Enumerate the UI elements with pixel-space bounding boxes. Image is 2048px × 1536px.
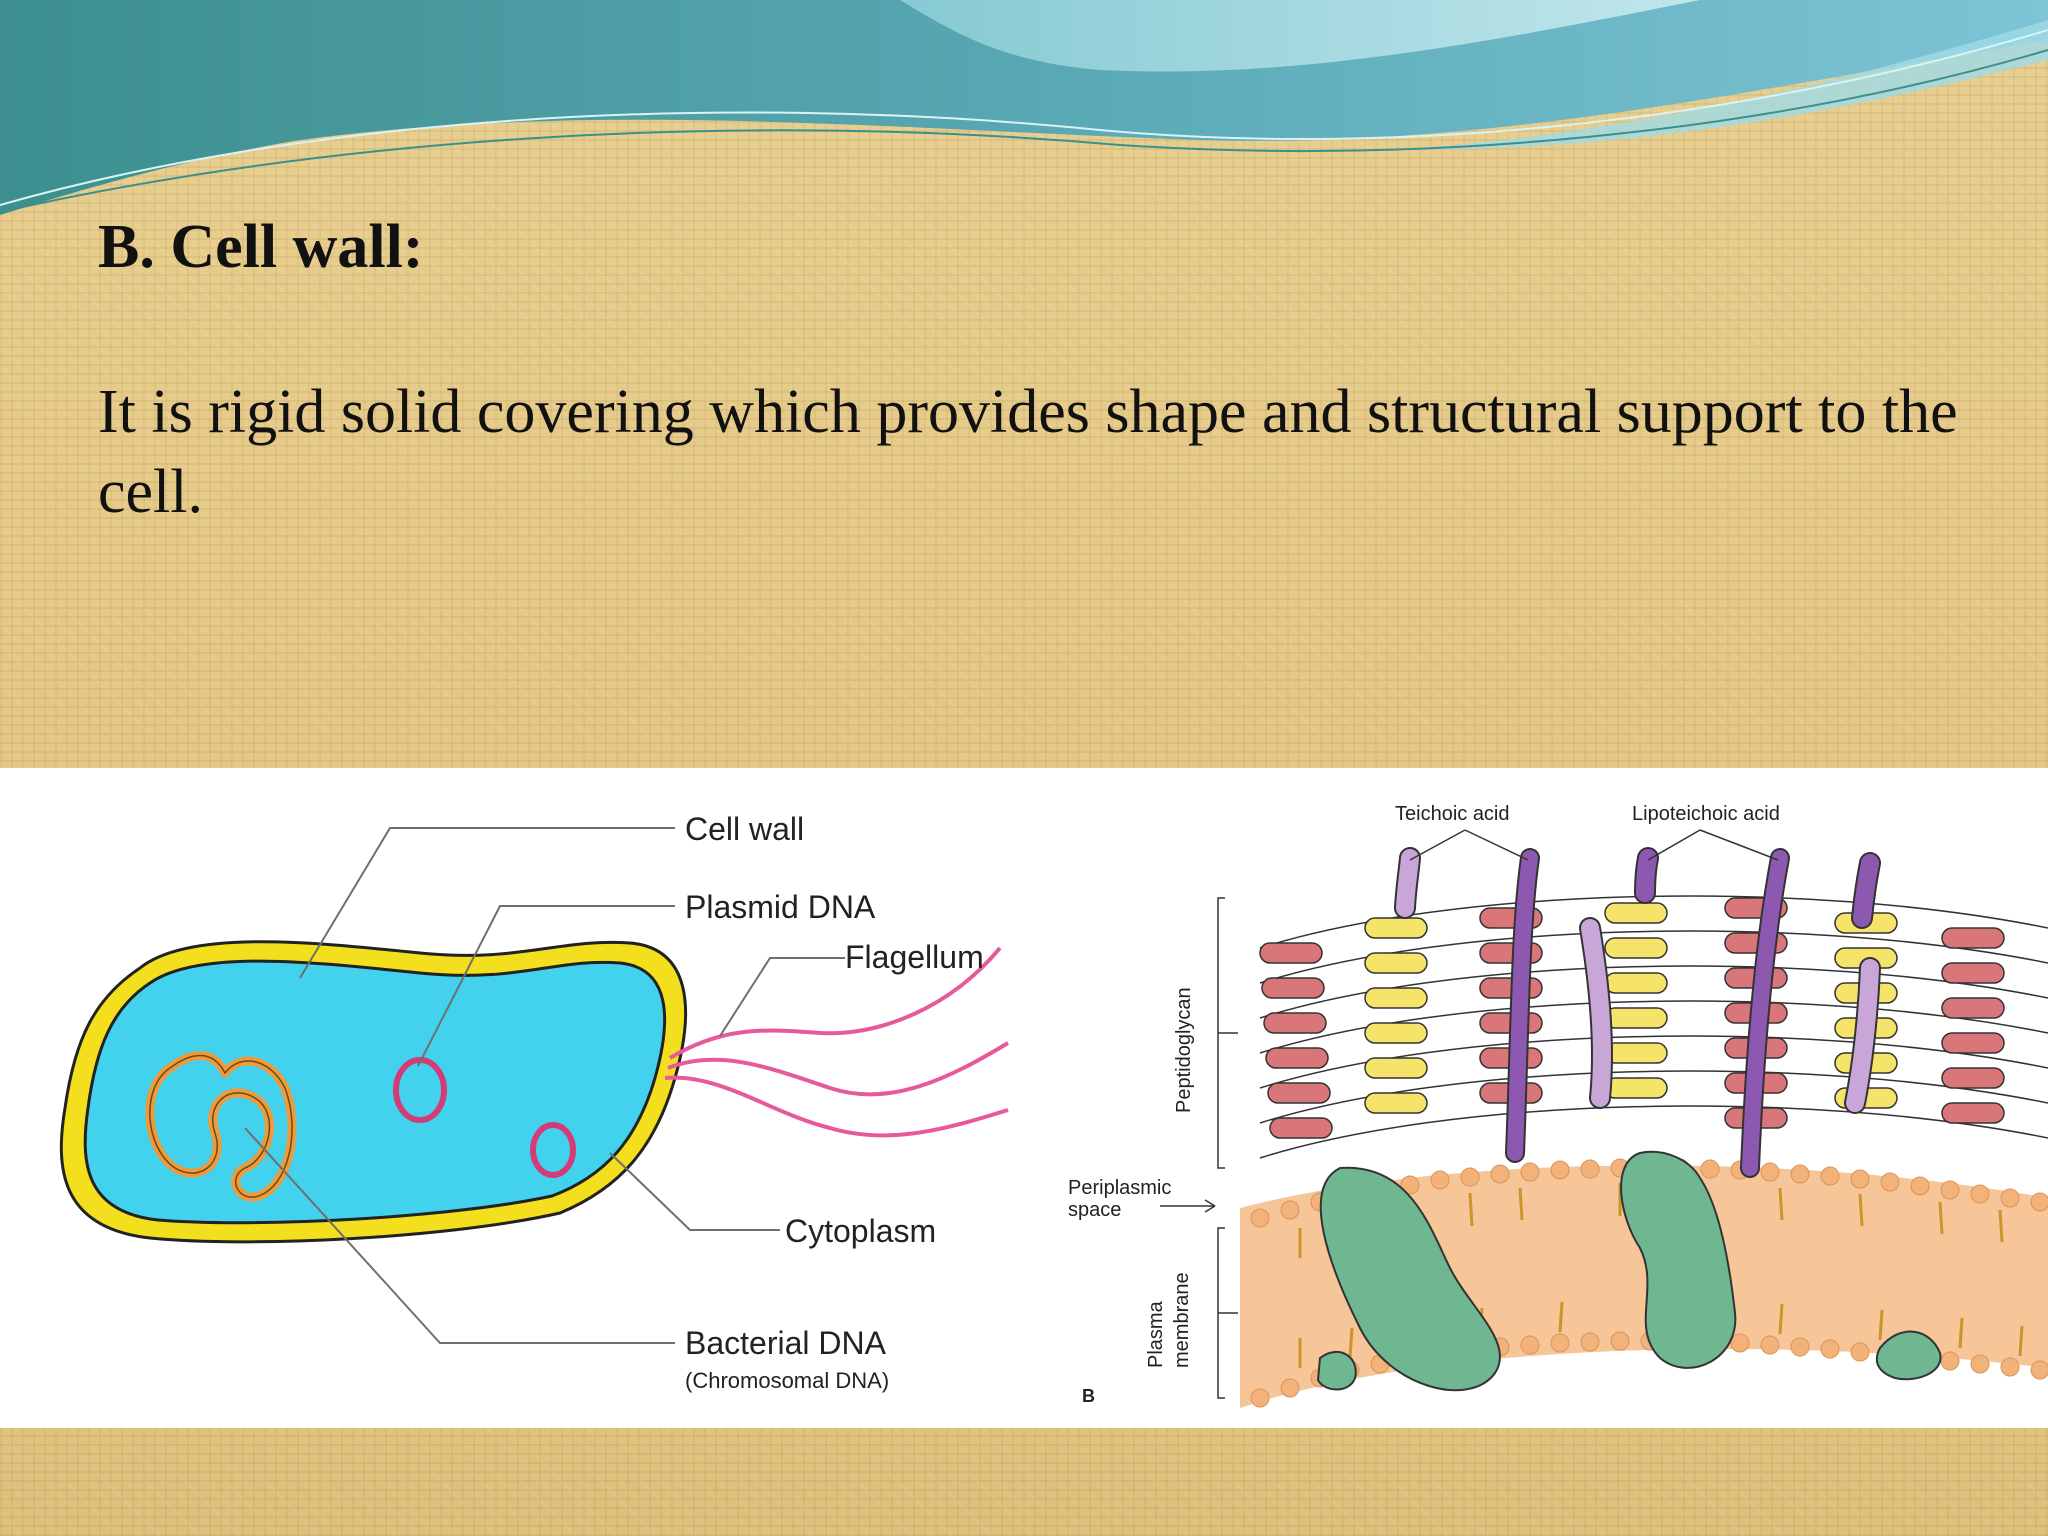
cytoplasm-shape	[83, 959, 667, 1225]
membrane-protein-shape	[1316, 1351, 1357, 1391]
label-flagellum: Flagellum	[845, 939, 984, 975]
membrane-protein-shape	[1319, 1166, 1501, 1392]
bacterial-dna-outline	[149, 1054, 293, 1198]
label-cytoplasm: Cytoplasm	[785, 1213, 936, 1249]
header-wave-decoration	[0, 0, 2048, 215]
label-chromosomal-dna: (Chromosomal DNA)	[685, 1368, 889, 1393]
label-lipoteichoic-acid: Lipoteichoic acid	[1632, 803, 1780, 825]
label-periplasmic: Periplasmic	[1068, 1177, 1171, 1199]
membrane-protein-shape	[1620, 1150, 1737, 1369]
peptidoglycan-strands	[1259, 895, 2048, 1159]
flagellum-shape	[664, 1075, 1009, 1138]
label-bacterial-dna: Bacterial DNA	[685, 1325, 887, 1361]
flagellum-shape	[667, 1041, 1010, 1097]
label-panel-letter: B	[1082, 1386, 1095, 1406]
figure-panel: Cell wall Plasmid DNA Flagellum Cytoplas…	[0, 768, 2048, 1428]
label-cell-wall: Cell wall	[685, 811, 804, 847]
figure-svg: Cell wall Plasmid DNA Flagellum Cytoplas…	[59, 803, 2048, 1408]
label-peptidoglycan: Peptidoglycan	[1173, 987, 1195, 1113]
right-leader-lines	[1160, 829, 1779, 1399]
teichoic-acid-rods	[1394, 847, 1881, 1178]
membrane-protein-shape	[1875, 1330, 1942, 1381]
label-periplasmic-space: space	[1068, 1199, 1121, 1221]
label-plasma-membrane: membrane	[1171, 1272, 1193, 1368]
label-plasmid-dna: Plasmid DNA	[685, 889, 876, 925]
flagellum-shape	[668, 946, 1002, 1060]
plasmid-shape	[530, 1122, 576, 1178]
slide-body-text: It is rigid solid covering which provide…	[98, 378, 1958, 526]
slide-title: B. Cell wall:	[98, 213, 424, 281]
bacterial-cell-diagram: Cell wall Plasmid DNA Flagellum Cytoplas…	[59, 811, 1010, 1393]
label-plasma: Plasma	[1145, 1300, 1167, 1368]
label-teichoic-acid: Teichoic acid	[1395, 803, 1510, 825]
left-leader-lines	[244, 827, 845, 1344]
cell-wall-layers-diagram: Teichoic acid Lipoteichoic acid Peptidog…	[1068, 803, 2048, 1408]
lipoteichoic-acid-rods	[1579, 917, 1881, 1114]
